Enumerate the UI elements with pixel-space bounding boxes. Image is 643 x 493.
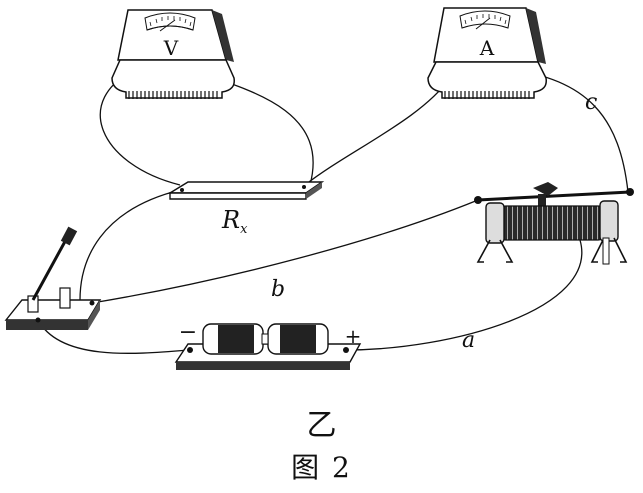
wire-label-a: a: [462, 328, 475, 353]
battery-holder: − +: [174, 320, 362, 370]
sub-caption: 乙: [306, 408, 337, 443]
wire-rx-to-switch: [79, 189, 181, 301]
resistor-label: Rx: [221, 206, 248, 237]
knife-switch: [4, 226, 102, 330]
battery-minus-label: −: [179, 320, 197, 345]
wire-ammeter-neg-to-rx: [304, 77, 451, 186]
wire-label-b: b: [271, 277, 285, 302]
battery-plus-label: +: [345, 324, 362, 348]
voltmeter-symbol: V: [163, 36, 179, 60]
wire-a: [345, 239, 583, 351]
figure-caption: 图 2: [291, 451, 352, 484]
voltmeter: V − +: [111, 9, 235, 99]
rheostat: [474, 182, 634, 265]
ammeter-symbol: A: [479, 36, 495, 60]
ammeter: A − +: [427, 7, 547, 99]
wire-switch-to-battery: [37, 319, 189, 354]
wire-b: [91, 199, 479, 304]
resistor-rx: Rx: [167, 181, 325, 237]
wire-label-c: c: [585, 90, 597, 115]
